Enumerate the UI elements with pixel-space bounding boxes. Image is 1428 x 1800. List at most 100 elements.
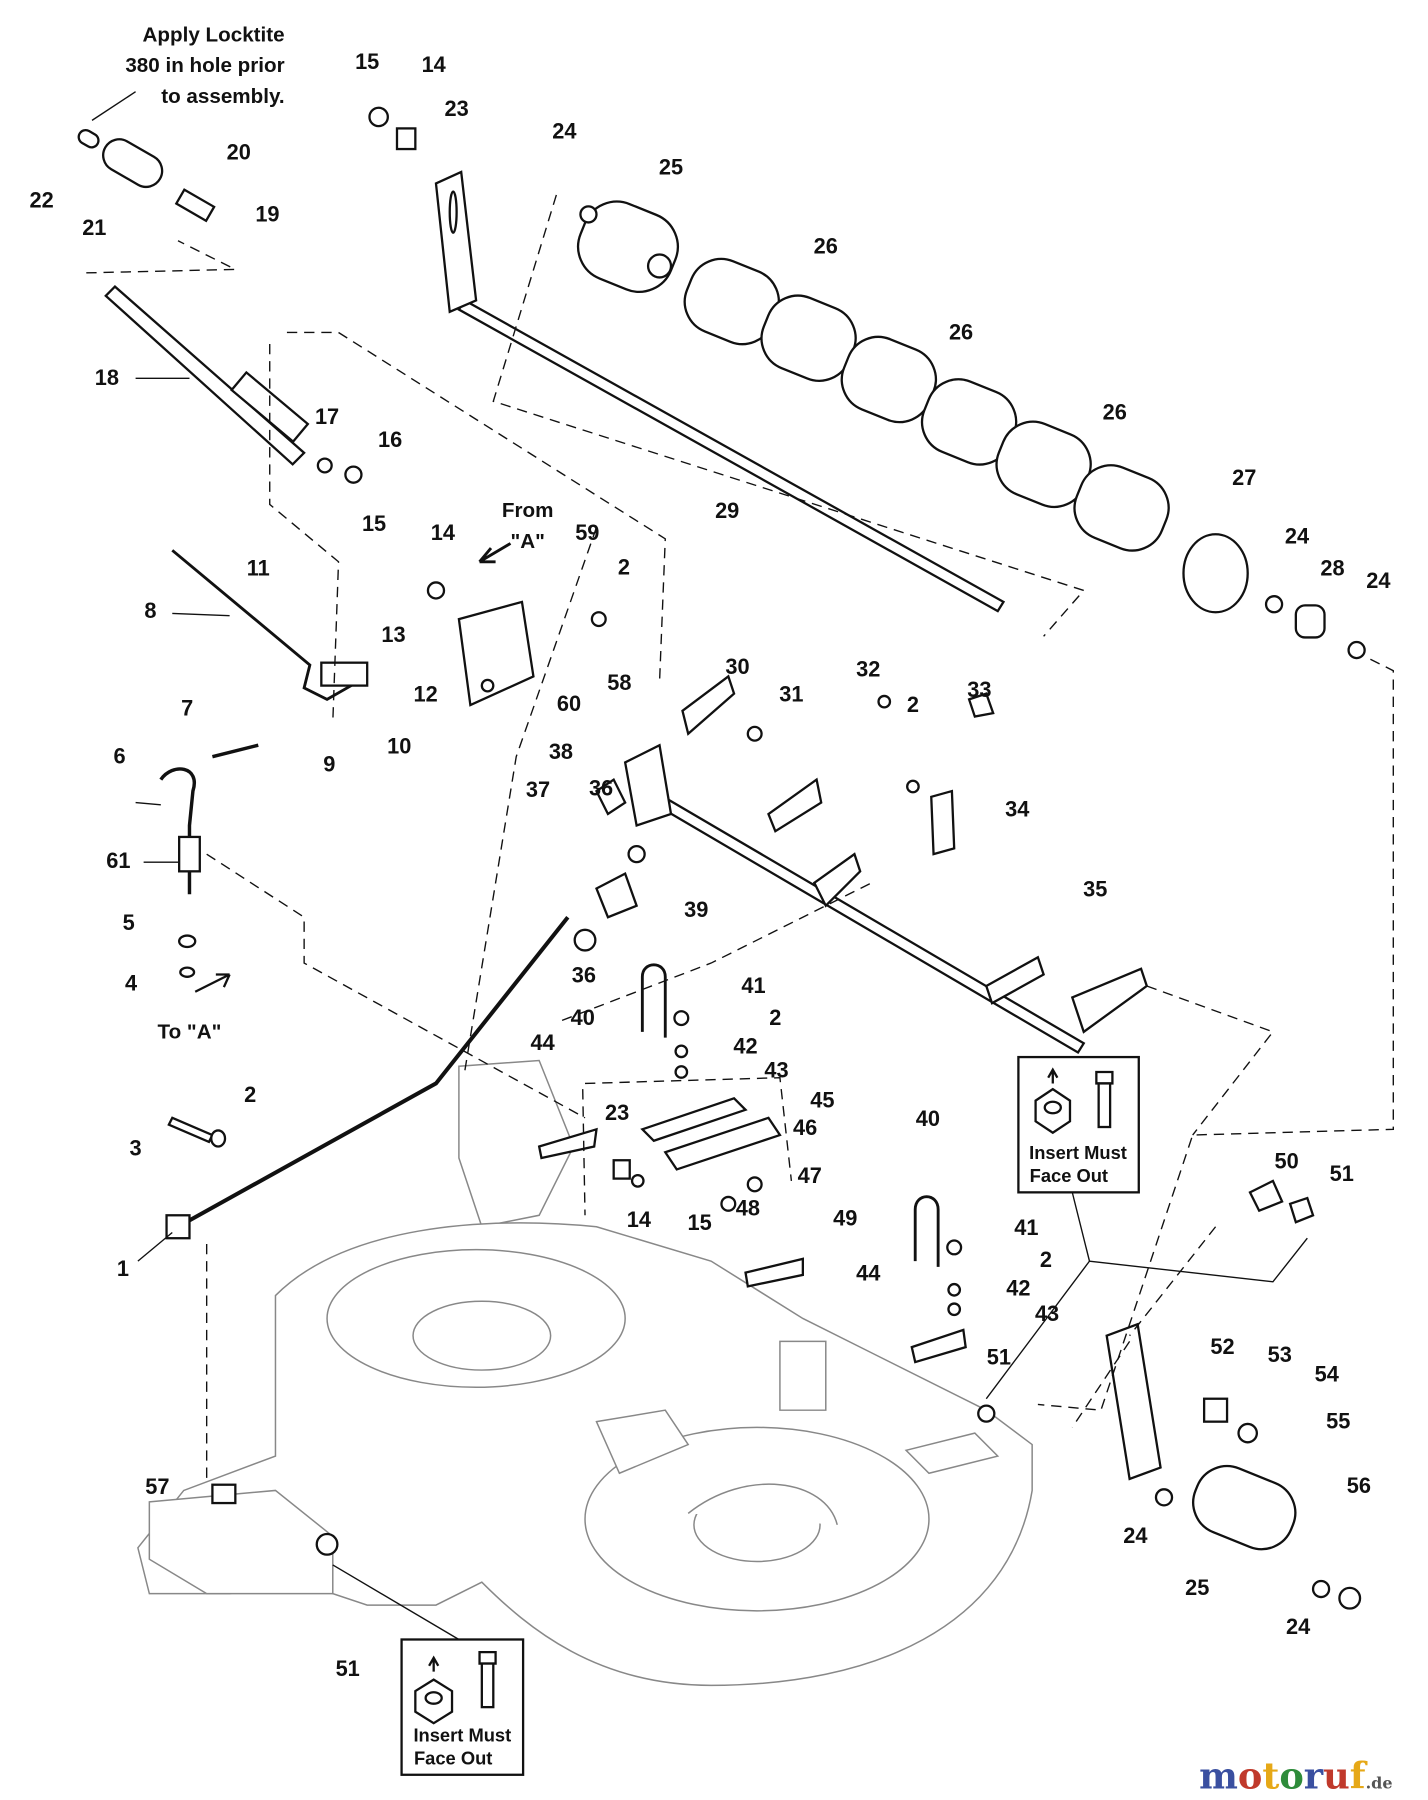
callout-label: 15 <box>362 511 386 536</box>
locktite-note-line-2: 380 in hole prior <box>125 54 284 77</box>
callout-label: 14 <box>431 520 455 545</box>
callout-label: 24 <box>1123 1523 1147 1548</box>
callout-label: 58 <box>607 670 631 695</box>
callout-label: 2 <box>244 1082 256 1107</box>
callout-label: 2 <box>769 1005 781 1030</box>
callout-label: 19 <box>255 201 279 226</box>
callout-label: 61 <box>106 848 130 873</box>
callout-label: 26 <box>1103 400 1127 425</box>
callout-label: 25 <box>1185 1575 1209 1600</box>
callout-label: 41 <box>741 973 765 998</box>
watermark-letter: o <box>1279 1755 1303 1798</box>
callout-label: 8 <box>144 598 156 623</box>
callout-label: 4 <box>125 971 137 996</box>
callout-label: 48 <box>736 1195 760 1220</box>
insert-note-box-2: Insert Must Face Out <box>400 1638 525 1776</box>
callout-label: 28 <box>1320 556 1344 581</box>
callout-label: 40 <box>916 1106 940 1131</box>
callout-label: 51 <box>987 1344 1011 1369</box>
insert-note-box-1: Insert Must Face Out <box>1017 1055 1140 1194</box>
callout-label: 14 <box>422 52 446 77</box>
roller-bracket <box>434 170 478 314</box>
callout-label: 52 <box>1210 1334 1234 1359</box>
callout-label: 47 <box>798 1163 822 1188</box>
callout-label: 42 <box>1006 1276 1030 1301</box>
callout-label: 39 <box>684 897 708 922</box>
callout-label: 44 <box>856 1261 880 1286</box>
insert-note-1-line-2: Face Out <box>1030 1165 1108 1186</box>
callout-label: 36 <box>572 963 596 988</box>
callout-label: 41 <box>1014 1215 1038 1240</box>
callout-label: 37 <box>526 777 550 802</box>
callout-label: 26 <box>814 233 838 258</box>
callout-label: 12 <box>414 682 438 707</box>
from-a-label-2: "A" <box>510 530 544 553</box>
watermark-letter: r <box>1304 1755 1324 1798</box>
callout-label: 44 <box>530 1030 554 1055</box>
watermark-letter: t <box>1262 1755 1279 1798</box>
locktite-note-line-1: Apply Locktite <box>143 23 285 46</box>
arrow-from-a <box>478 542 512 564</box>
callout-label: 34 <box>1005 796 1029 821</box>
callout-label: 35 <box>1083 877 1107 902</box>
callout-label: 30 <box>725 654 749 679</box>
callout-label: 3 <box>130 1136 142 1161</box>
svg-text:motoruf.de: motoruf.de <box>1199 1755 1393 1798</box>
callout-label: 16 <box>378 427 402 452</box>
callout-label: 49 <box>833 1206 857 1231</box>
callout-label: 24 <box>1366 568 1390 593</box>
callout-label: 51 <box>336 1656 360 1681</box>
callout-label: 2 <box>907 692 919 717</box>
watermark-letter: o <box>1238 1755 1262 1798</box>
callout-label: 27 <box>1232 465 1256 490</box>
callout-label: 53 <box>1268 1342 1292 1367</box>
callout-label: 43 <box>1035 1301 1059 1326</box>
callout-label: 57 <box>145 1474 169 1499</box>
parts <box>77 106 1366 1610</box>
callout-label: 29 <box>715 498 739 523</box>
rollers <box>576 200 1249 614</box>
watermark-text: motoruf <box>1199 1755 1368 1798</box>
insert-note-1-line-1: Insert Must <box>1029 1142 1127 1163</box>
callout-label: 1 <box>117 1256 129 1281</box>
callout-label: 15 <box>355 49 379 74</box>
callout-label: 5 <box>123 910 135 935</box>
callout-label: 13 <box>381 622 405 647</box>
callout-label: 40 <box>571 1005 595 1030</box>
callout-label: 55 <box>1326 1409 1350 1434</box>
callout-label: 6 <box>113 744 125 769</box>
insert-note-2-line-2: Face Out <box>414 1747 492 1768</box>
to-a-label: To "A" <box>158 1021 222 1044</box>
roller-shaft <box>457 298 1006 613</box>
arrow-to-a <box>194 973 231 993</box>
callout-label: 54 <box>1315 1362 1339 1387</box>
callout-label: 60 <box>557 691 581 716</box>
callout-label: 38 <box>549 739 573 764</box>
callout-label: 14 <box>627 1207 651 1232</box>
callout-label: 31 <box>779 682 803 707</box>
callout-label: 10 <box>387 733 411 758</box>
callout-label: 42 <box>733 1034 757 1059</box>
callout-label: 46 <box>793 1115 817 1140</box>
callout-label: 21 <box>82 215 106 240</box>
callout-label: 24 <box>1285 523 1309 548</box>
watermark-letter: m <box>1199 1755 1238 1798</box>
insert-note-2-line-1: Insert Must <box>413 1725 511 1746</box>
callout-label: 22 <box>29 188 53 213</box>
callout-label: 18 <box>95 365 119 390</box>
callout-label: 36 <box>589 776 613 801</box>
callout-label: 50 <box>1275 1148 1299 1173</box>
callout-label: 59 <box>575 520 599 545</box>
watermark-letter: u <box>1323 1755 1350 1798</box>
callout-label: 11 <box>247 556 270 581</box>
callout-label: 7 <box>181 695 193 720</box>
callout-label: 24 <box>552 119 576 144</box>
from-a-label: From <box>502 499 554 522</box>
callout-label: 32 <box>856 656 880 681</box>
callout-label: 56 <box>1347 1473 1371 1498</box>
callout-label: 9 <box>323 752 335 777</box>
assembly-lines <box>86 194 1394 1479</box>
locktite-note-line-3: to assembly. <box>161 85 284 108</box>
